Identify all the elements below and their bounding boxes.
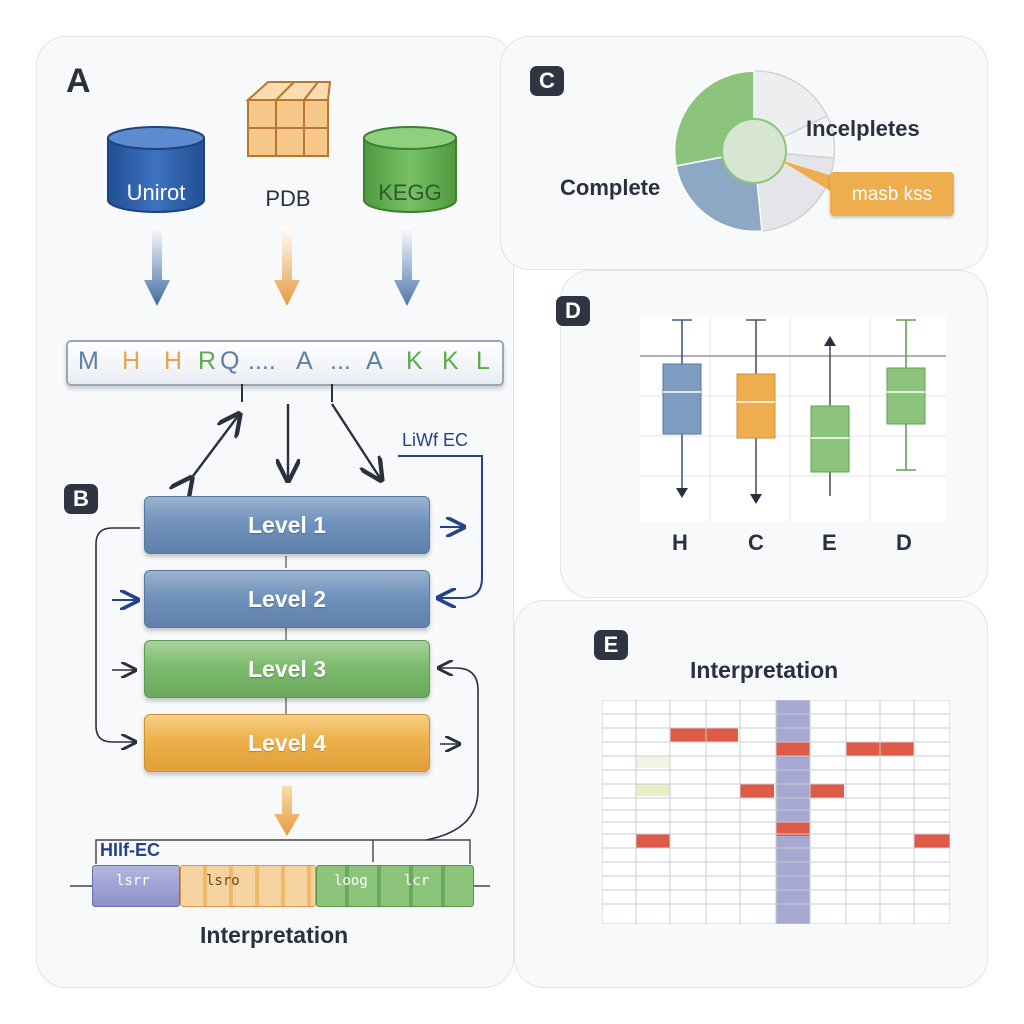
- segment-label: lsro: [206, 873, 240, 889]
- label-incomplete: Incelpletes: [806, 116, 920, 142]
- sequence-char: H: [122, 347, 140, 376]
- category-label: E: [822, 530, 837, 556]
- segment-label: lsrr: [116, 873, 150, 889]
- category-label: C: [748, 530, 764, 556]
- panel-e-title: Interpretation: [690, 657, 838, 684]
- segment-label: lcr: [404, 873, 429, 889]
- sequence-char: M: [78, 347, 99, 376]
- sequence-char: ...: [330, 347, 351, 376]
- box-plot: [640, 316, 946, 522]
- panel-e-letter: E: [594, 630, 628, 660]
- sequence-char: H: [164, 347, 182, 376]
- segment-orange: [180, 865, 316, 907]
- database-label-kegg: KEGG: [360, 180, 460, 206]
- heatmap-grid: [602, 700, 950, 924]
- connector-arrows: [0, 380, 512, 880]
- sequence-char: K: [406, 347, 423, 376]
- level-2: Level 2: [144, 570, 430, 628]
- category-label: H: [672, 530, 688, 556]
- sequence-char: A: [296, 347, 313, 376]
- panel-b-footer: Interpretation: [200, 922, 348, 949]
- down-arrow: [272, 784, 302, 838]
- cube-stack-icon: [238, 72, 338, 168]
- panel-c-letter: C: [530, 66, 564, 96]
- database-label-unirot: Unirot: [104, 180, 208, 206]
- sequence-char: L: [476, 347, 490, 376]
- pie-chart: [664, 66, 844, 236]
- panel-a-letter: A: [66, 62, 91, 101]
- callout-pointer: [776, 156, 836, 196]
- level-1: Level 1: [144, 496, 430, 554]
- level-4: Level 4: [144, 714, 430, 772]
- sequence-char: A: [366, 347, 383, 376]
- callout-label: masb kss: [830, 184, 954, 206]
- segment-label: loog: [334, 873, 368, 889]
- sequence-char: R: [198, 347, 216, 376]
- panel-b-letter: B: [64, 484, 98, 514]
- side-label: LiWf EC: [402, 430, 468, 451]
- database-label-pdb: PDB: [238, 186, 338, 212]
- heatmap: [602, 700, 950, 924]
- flow-arrows: [130, 222, 430, 312]
- label-complete: Complete: [560, 175, 660, 201]
- panel-d-letter: D: [556, 296, 590, 326]
- sequence-char: ....: [248, 347, 276, 376]
- sequence-char: K: [442, 347, 459, 376]
- sequence-char: Q: [220, 347, 239, 376]
- category-label: D: [896, 530, 912, 556]
- level-3: Level 3: [144, 640, 430, 698]
